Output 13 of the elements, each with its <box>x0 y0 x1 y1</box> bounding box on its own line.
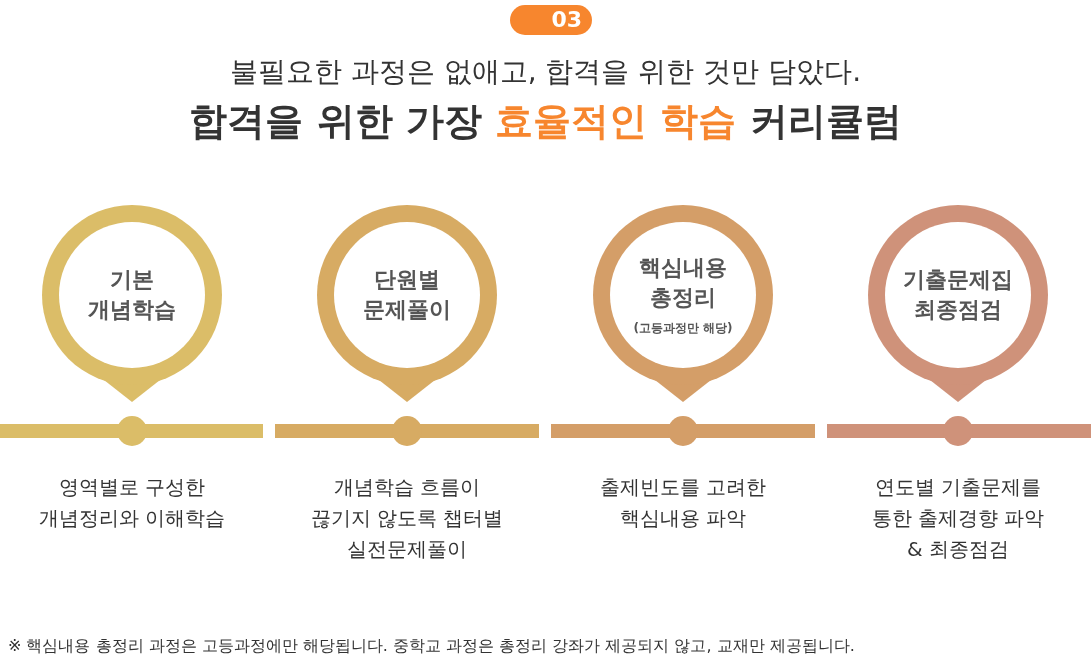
step-badge: 03 <box>510 5 592 35</box>
step-title: 단원별 문제풀이 <box>362 266 452 324</box>
step-title: 기출문제집 최종점검 <box>902 266 1014 324</box>
step-title: 기본 개념학습 <box>87 266 177 324</box>
step-description: 영역별로 구성한 개념정리와 이해학습 <box>37 474 227 532</box>
step-description: 출제빈도를 고려한 핵심내용 파악 <box>598 474 768 532</box>
step-description: 연도별 기출문제를 통한 출제경향 파악 & 최종점검 <box>870 474 1046 563</box>
step-description: 개념학습 흐름이 끊기지 않도록 챕터별 실전문제풀이 <box>309 474 505 563</box>
step-note: (고등과정만 해당) <box>633 320 733 337</box>
title: 합격을 위한 가장 효율적인 학습 커리큘럼 <box>188 98 903 145</box>
footnote: ※ 핵심내용 총정리 과정은 고등과정에만 해당됩니다. 중학교 과정은 총정리 강좌가 제공되지 않고, 교재만 제공됩니다. <box>8 635 855 657</box>
subtitle: 불필요한 과정은 없애고, 합격을 위한 것만 담았다. <box>228 54 863 90</box>
step-title: 핵심내용 총정리 <box>638 254 728 312</box>
